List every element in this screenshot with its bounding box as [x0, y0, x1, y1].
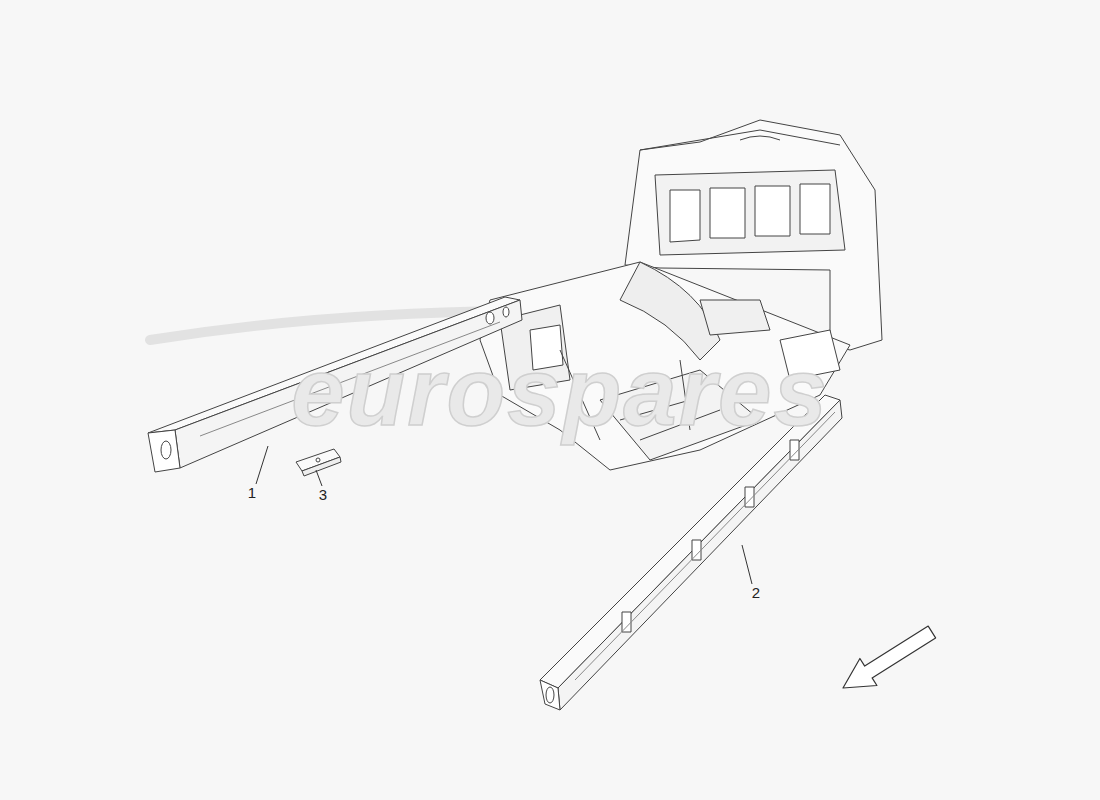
leader-line [316, 470, 322, 486]
watermark: eurospares [291, 344, 829, 440]
leader-line [742, 545, 752, 584]
callout-number: 3 [319, 487, 327, 502]
callout-number: 1 [248, 485, 256, 500]
bracket-part [296, 449, 341, 476]
sill-beam-right [540, 395, 842, 710]
direction-arrow [843, 626, 936, 688]
leader-line [256, 446, 268, 484]
callout-number: 2 [752, 585, 760, 600]
